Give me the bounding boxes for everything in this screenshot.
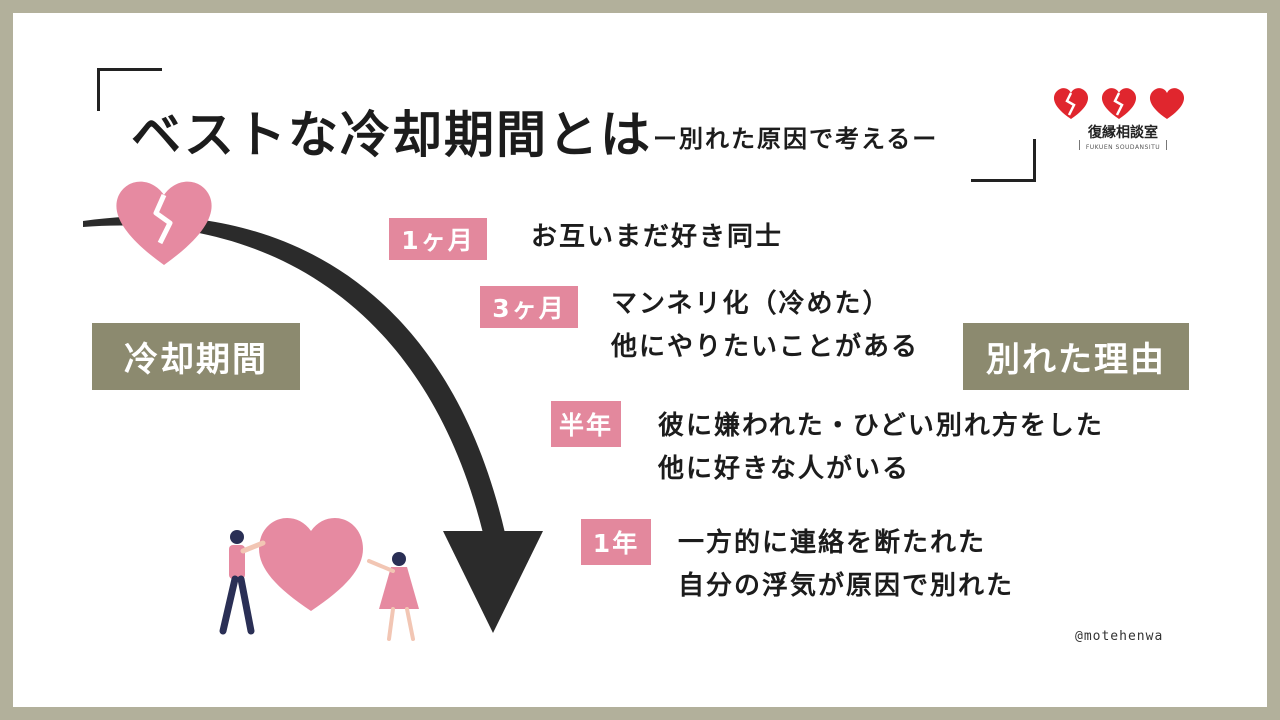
reason-text-3months-line2: 他にやりたいことがある — [611, 332, 920, 362]
logo-subtitle: FUKUEN SOUDANSITU — [1085, 144, 1161, 151]
broken-heart-icon — [116, 181, 212, 265]
title-bracket-left — [97, 68, 162, 111]
author-handle: @motehenwa — [1075, 629, 1164, 644]
reason-text-1month-line1: お互いまだ好き同士 — [531, 222, 784, 252]
title-bracket-right — [971, 139, 1036, 182]
breakup-reason-label: 別れた理由 — [963, 323, 1189, 390]
couple-heart-illustration — [219, 518, 419, 641]
period-badge-1month: 1ヶ月 — [389, 218, 487, 260]
cooling-period-label: 冷却期間 — [92, 323, 300, 390]
period-badge-1year: 1年 — [581, 519, 651, 565]
reason-text-halfyear-line1: 彼に嫌われた・ひどい別れ方をした — [658, 411, 1104, 441]
logo-name: 復縁相談室 — [1088, 125, 1158, 141]
period-badge-3months: 3ヶ月 — [480, 286, 578, 328]
slide-card: ベストな冷却期間とは ー別れた原因で考えるー 復縁相談室 FUKUEN SOUD… — [13, 13, 1267, 707]
logo-divider — [1079, 140, 1167, 150]
reason-text-3months-line1: マンネリ化（冷めた） — [611, 289, 891, 319]
page-subtitle: ー別れた原因で考えるー — [653, 125, 939, 153]
page-title: ベストな冷却期間とは — [131, 106, 652, 164]
curved-arrow-icon — [83, 216, 543, 633]
reason-text-halfyear-line2: 他に好きな人がいる — [658, 454, 911, 484]
logo-hearts-icon — [1053, 88, 1185, 119]
reason-text-1year-line1: 一方的に連絡を断たれた — [678, 528, 987, 558]
reason-text-1year-line2: 自分の浮気が原因で別れた — [678, 571, 1015, 601]
period-badge-halfyear: 半年 — [551, 401, 621, 447]
